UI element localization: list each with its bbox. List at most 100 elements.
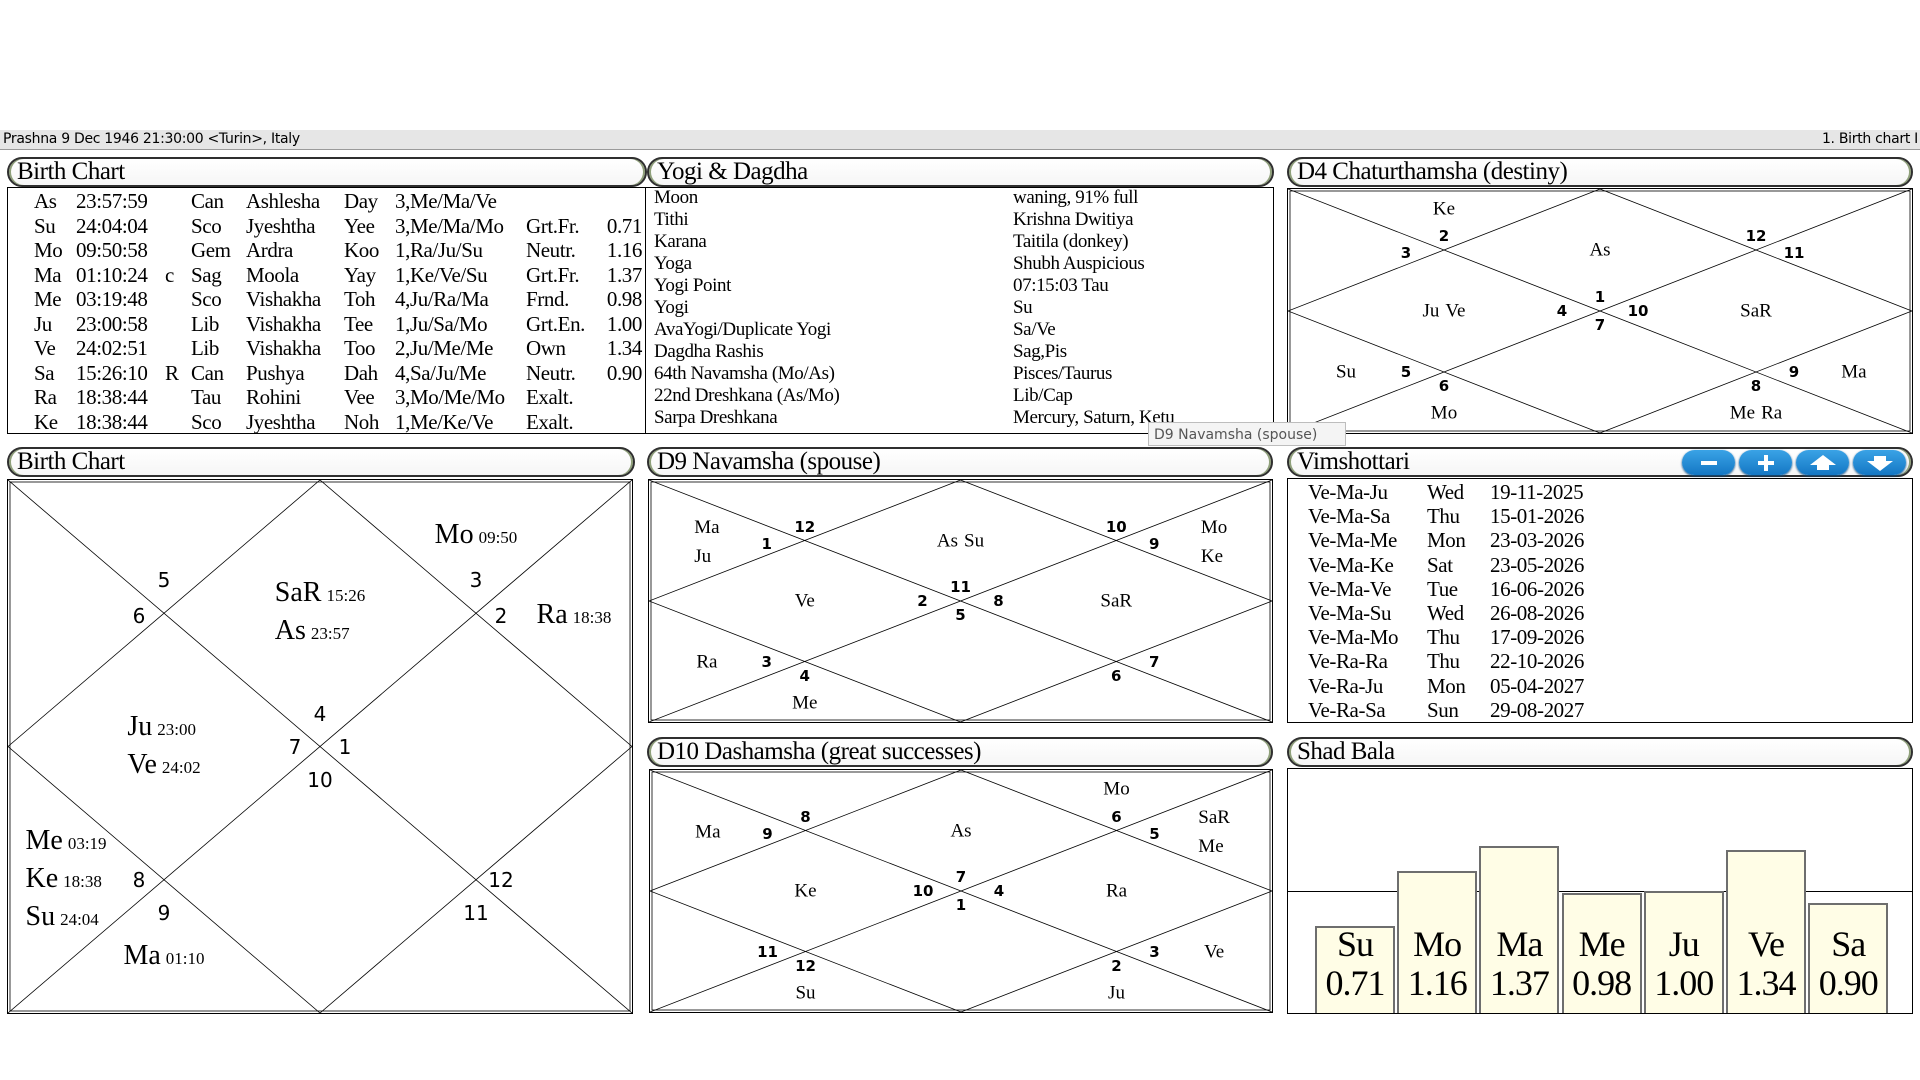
- planet-entry[interactable]: Ke: [1201, 542, 1227, 571]
- planet-entry[interactable]: Ju: [694, 542, 719, 571]
- planet-entry[interactable]: Ke: [1433, 198, 1455, 219]
- house-4-planets[interactable]: Ke: [794, 877, 816, 906]
- planet-entry[interactable]: Me: [792, 692, 817, 713]
- planet-entry[interactable]: Ve: [1445, 301, 1465, 322]
- planet-entry[interactable]: SaR: [1100, 591, 1132, 612]
- planet-entry[interactable]: Ma: [694, 513, 719, 542]
- collapse-button[interactable]: [1682, 450, 1735, 475]
- house-5-planets[interactable]: Su: [1336, 358, 1356, 387]
- planet-entry[interactable]: Su: [1336, 358, 1356, 387]
- planet-entry[interactable]: As: [937, 530, 958, 551]
- house-12-planets[interactable]: Mo: [1103, 775, 1129, 804]
- planet-entry[interactable]: Ma: [1841, 358, 1866, 387]
- house-10-planets[interactable]: SaR: [1740, 297, 1772, 326]
- d4-chart-title[interactable]: D4 Chaturthamsha (destiny): [1287, 157, 1913, 187]
- planet-entry[interactable]: Ju: [1423, 301, 1440, 322]
- planet-entry[interactable]: Ra: [1761, 403, 1782, 424]
- house-6-planets[interactable]: Me: [792, 688, 817, 717]
- house-10-planets[interactable]: Ra: [1106, 877, 1127, 906]
- d9-chart-title[interactable]: D9 Navamsha (spouse): [647, 447, 1273, 477]
- house-9-planets[interactable]: Ve: [1204, 937, 1224, 966]
- house-2-planets[interactable]: Ke: [1433, 194, 1455, 223]
- house-1-planets[interactable]: As: [950, 816, 971, 845]
- planet-entry[interactable]: Mo: [1201, 513, 1227, 542]
- planet-entry[interactable]: Su: [795, 982, 815, 1003]
- house-4-planets[interactable]: Ve: [795, 587, 815, 616]
- planet-entry[interactable]: Ra: [696, 647, 717, 676]
- house-9-planets[interactable]: Ma: [1841, 358, 1866, 387]
- birth-table-title[interactable]: Birth Chart: [7, 157, 647, 187]
- scroll-down-button[interactable]: [1853, 450, 1906, 475]
- planet-entry[interactable]: Ve: [1204, 937, 1224, 966]
- planet-entry[interactable]: Me: [1198, 832, 1230, 861]
- d10-chart-title[interactable]: D10 Dashamsha (great successes): [647, 737, 1273, 767]
- planet-entry[interactable]: Mo: [1431, 403, 1457, 424]
- planet-entry[interactable]: Mo: [1103, 779, 1129, 800]
- planet-entry[interactable]: Ma: [695, 817, 720, 846]
- house-10-planets[interactable]: SaR: [1100, 587, 1132, 616]
- planet-entry[interactable]: Ju: [1108, 982, 1125, 1003]
- house-1-planets[interactable]: As: [1589, 236, 1610, 265]
- house-8-planets[interactable]: Ju: [1108, 978, 1125, 1007]
- house-6-planets[interactable]: Su: [795, 978, 815, 1007]
- planet-entry[interactable]: Su: [964, 530, 984, 551]
- scroll-up-button[interactable]: [1796, 450, 1849, 475]
- birth-chart-title[interactable]: Birth Chart: [7, 447, 635, 477]
- planet-entry[interactable]: As: [950, 820, 971, 841]
- planet-entry[interactable]: Ve: [795, 591, 815, 612]
- planet-entry[interactable]: SaR: [1740, 301, 1772, 322]
- house-3-planets[interactable]: Ma: [695, 817, 720, 846]
- house-1-planets[interactable]: As Su: [937, 526, 984, 555]
- shad-bala-title[interactable]: Shad Bala: [1287, 737, 1913, 767]
- planet-entry[interactable]: Ra: [1106, 881, 1127, 902]
- planet-entry[interactable]: Ke: [794, 881, 816, 902]
- expand-button[interactable]: [1739, 450, 1792, 475]
- planet-entry[interactable]: As: [1589, 240, 1610, 261]
- planet-entry[interactable]: SaR: [1198, 803, 1230, 832]
- house-6-planets[interactable]: Mo: [1431, 399, 1457, 428]
